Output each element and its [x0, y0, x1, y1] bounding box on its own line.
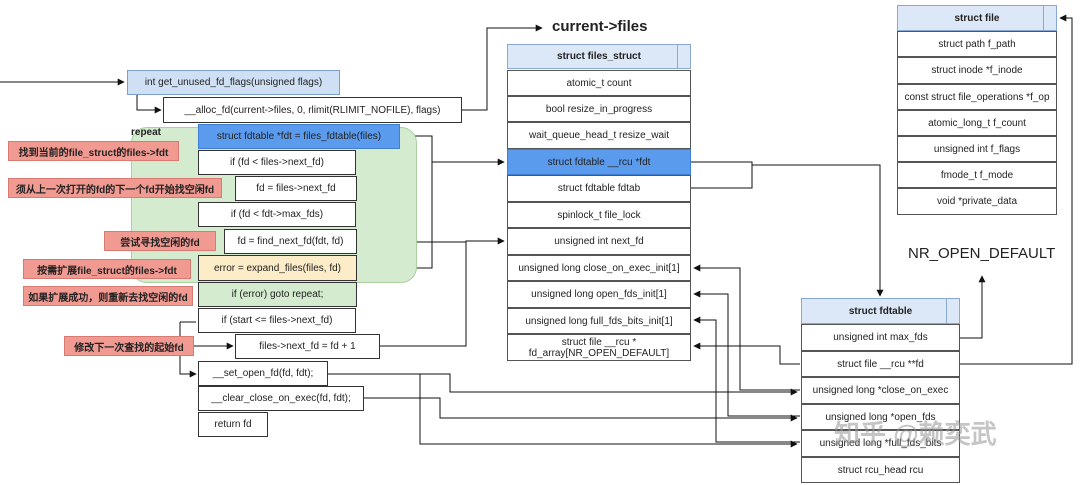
- fd-array-line-1: struct file __rcu *: [561, 336, 637, 348]
- file-field-f-mode: fmode_t f_mode: [897, 162, 1057, 188]
- file-field-f-flags: unsigned int f_flags: [897, 136, 1057, 162]
- files-struct-field-fd-array: struct file __rcu * fd_array[NR_OPEN_DEF…: [507, 334, 691, 361]
- file-field-f-inode: struct inode *f_inode: [897, 57, 1057, 84]
- fdt-arrow: [400, 135, 505, 166]
- files-struct-field-fdt: struct fdtable __rcu *fdt: [507, 149, 691, 175]
- fdtable-field-full-fds-bits: unsigned long *full_fds_bits: [801, 430, 960, 457]
- return-fd-box: return fd: [198, 412, 268, 437]
- repeat-label: repeat: [131, 127, 162, 138]
- fdt-assign-box: struct fdtable *fdt = files_fdtable(file…: [198, 124, 400, 149]
- fdtable-field-close-on-exec: unsigned long *close_on_exec: [801, 377, 960, 404]
- find-next-fd-box: fd = find_next_fd(fdt, fd): [224, 229, 357, 254]
- files-struct-field-file-lock: spinlock_t file_lock: [507, 202, 691, 228]
- if-next-fd-box: if (fd < files->next_fd): [198, 150, 356, 175]
- fd-assign-box: fd = files->next_fd: [235, 176, 357, 201]
- nr-open-default-label: NR_OPEN_DEFAULT: [908, 245, 1056, 262]
- note-retry: 如果扩展成功，则重新去找空闲的fd: [23, 286, 193, 306]
- files-struct-field-resize-wait: wait_queue_head_t resize_wait: [507, 122, 691, 149]
- note-expand: 按需扩展file_struct的files->fdt: [23, 259, 191, 279]
- files-struct-field-close-on-exec-init: unsigned long close_on_exec_init[1]: [507, 255, 691, 281]
- files-struct-title: struct files_struct: [557, 51, 641, 62]
- note-update-start: 修改下一次查找的起始fd: [64, 336, 194, 356]
- file-header: struct file: [897, 5, 1057, 31]
- call-alloc-arrow: [136, 95, 162, 114]
- note-try-find: 尝试寻找空闲的fd: [104, 231, 216, 251]
- update-next-fd-box: files->next_fd = fd + 1: [235, 334, 380, 359]
- file-field-private-data: void *private_data: [897, 188, 1057, 215]
- file-field-f-path: struct path f_path: [897, 31, 1057, 57]
- files-struct-field-fdtab: struct fdtable fdtab: [507, 175, 691, 202]
- fdtable-title: struct fdtable: [848, 305, 913, 317]
- fd-array-line-2: fd_array[NR_OPEN_DEFAULT]: [528, 347, 670, 359]
- file-field-f-count: atomic_long_t f_count: [897, 110, 1057, 136]
- fdtable-header: struct fdtable: [801, 298, 960, 324]
- if-error-box: if (error) goto repeat;: [198, 282, 357, 307]
- max-fds-arrow: [960, 275, 986, 339]
- fdtable-field-open-fds: unsigned long *open_fds: [801, 404, 960, 430]
- files-struct-field-next-fd: unsigned int next_fd: [507, 228, 691, 255]
- watermark: 知乎 @赖奕武: [834, 419, 997, 449]
- set-open-fd-box: __set_open_fd(fd, fdt);: [198, 361, 328, 386]
- files-struct-field-count: atomic_t count: [507, 70, 691, 96]
- files-struct-field-resize-in-progress: bool resize_in_progress: [507, 96, 691, 122]
- fdtab-arrow: [690, 164, 884, 297]
- note-find-current: 找到当前的file_struct的files->fdt: [8, 141, 179, 161]
- files-struct-header: struct files_struct: [507, 44, 691, 69]
- fdtable-field-fd: struct file __rcu **fd: [801, 351, 960, 377]
- get-unused-fd-flags-box: int get_unused_fd_flags(unsigned flags): [127, 70, 340, 95]
- file-title: struct file: [954, 12, 1000, 24]
- fdtable-field-rcu: struct rcu_head rcu: [801, 457, 960, 483]
- current-files-label: current->files: [552, 18, 648, 35]
- file-field-f-op: const struct file_operations *f_op: [897, 84, 1057, 110]
- if-start-box: if (start <= files->next_fd): [198, 308, 356, 333]
- expand-files-box: error = expand_files(files, fd): [198, 255, 357, 281]
- alloc-fd-call-box: __alloc_fd(current->files, 0, rlimit(RLI…: [163, 97, 462, 123]
- files-struct-field-open-fds-init: unsigned long open_fds_init[1]: [507, 281, 691, 308]
- files-struct-field-full-fds-bits-init: unsigned long full_fds_bits_init[1]: [507, 308, 691, 334]
- clear-close-on-exec-box: __clear_close_on_exec(fd, fdt);: [198, 386, 364, 411]
- note-search-from-last: 须从上一次打开的fd的下一个fd开始找空闲fd: [8, 178, 222, 198]
- file-arrow: [960, 14, 1073, 365]
- if-max-fds-box: if (fd < fdt->max_fds): [198, 202, 356, 227]
- fdtable-field-max-fds: unsigned int max_fds: [801, 324, 960, 351]
- current-files-arrow: [462, 24, 543, 111]
